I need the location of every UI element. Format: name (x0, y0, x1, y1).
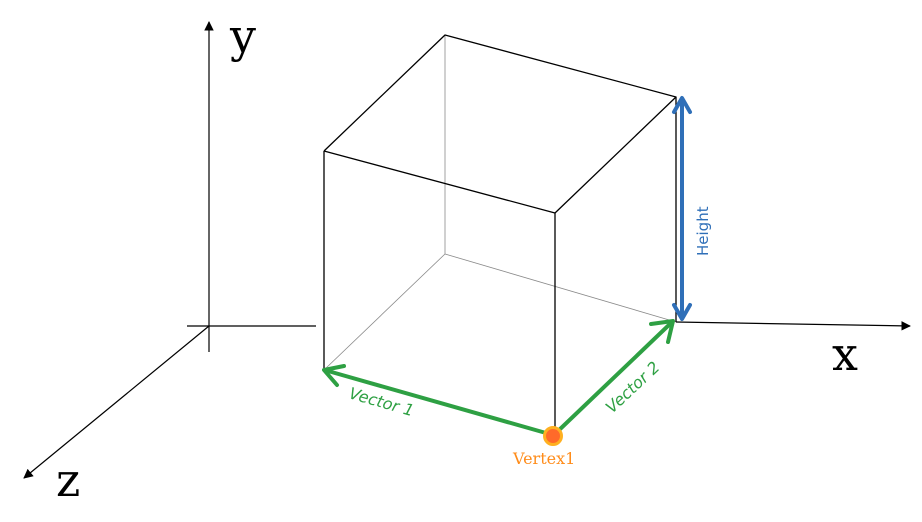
x-axis-label: x (832, 327, 858, 381)
vector-1-label: Vector 1 (347, 384, 416, 421)
z-axis-label: z (56, 453, 80, 507)
y-axis-label: y (229, 9, 256, 63)
coordinate-axes (23, 21, 911, 479)
height-arrow (672, 96, 692, 321)
z-axis (23, 325, 210, 479)
vector-1-arrow (322, 364, 555, 437)
cube-hidden-edges (323, 35, 677, 371)
vertex-1-marker (543, 426, 563, 446)
cube-edges (323, 34, 677, 436)
vertex-1-label: Vertex1 (512, 449, 575, 468)
height-label: Height (694, 206, 712, 256)
vector-2-arrow (555, 319, 675, 434)
x-axis (675, 321, 911, 331)
vector-2-label: Vector 2 (602, 358, 664, 417)
